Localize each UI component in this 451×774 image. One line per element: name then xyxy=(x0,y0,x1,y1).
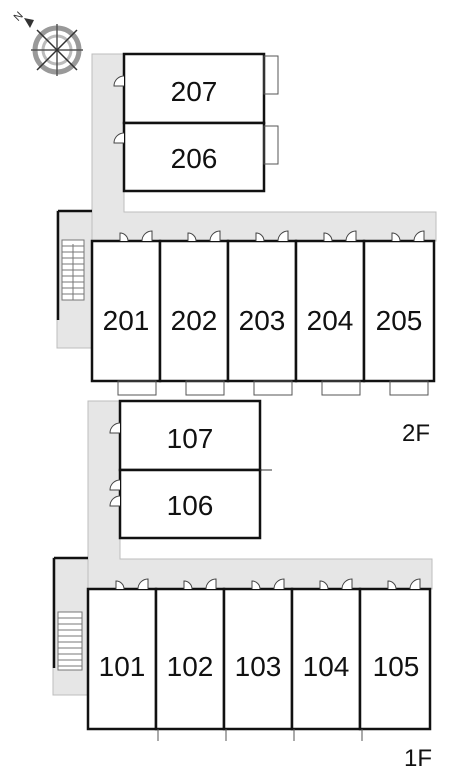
door-206-a xyxy=(113,132,125,144)
unit-label-102: 102 xyxy=(167,651,214,682)
unit-101 xyxy=(86,587,158,731)
unit-107 xyxy=(118,399,262,472)
unit-label-207: 207 xyxy=(171,76,218,107)
unit-label-103: 103 xyxy=(235,651,282,682)
unit-label-204: 204 xyxy=(307,305,354,336)
unit-202 xyxy=(158,239,230,383)
floor-2f: 207 206 201 202 203 204 205 2F xyxy=(56,52,437,447)
compass-icon: N xyxy=(12,10,83,76)
door-105 xyxy=(387,580,397,590)
door-201-b xyxy=(141,230,153,242)
door-103-b xyxy=(273,578,285,590)
door-106-a xyxy=(109,479,121,491)
door-205-b xyxy=(413,230,425,242)
unit-207 xyxy=(122,52,266,125)
door-207-a xyxy=(113,75,125,87)
balcony-203 xyxy=(253,380,293,396)
stairs-2f-icon xyxy=(56,209,92,320)
balcony-206 xyxy=(263,125,279,165)
unit-label-106: 106 xyxy=(167,490,214,521)
door-203-b xyxy=(277,230,289,242)
unit-label-203: 203 xyxy=(239,305,286,336)
unit-label-105: 105 xyxy=(373,651,420,682)
door-201 xyxy=(119,232,129,242)
door-202-b xyxy=(209,230,221,242)
compass-north-label: N xyxy=(12,10,26,24)
unit-label-202: 202 xyxy=(171,305,218,336)
door-104 xyxy=(319,580,329,590)
door-102-b xyxy=(205,578,217,590)
unit-label-107: 107 xyxy=(167,423,214,454)
door-204 xyxy=(323,232,333,242)
door-105-b xyxy=(409,578,421,590)
door-102 xyxy=(183,580,193,590)
unit-206 xyxy=(122,121,266,193)
balcony-205 xyxy=(389,380,429,396)
balcony-202 xyxy=(185,380,225,396)
stairs-1f-icon xyxy=(52,556,88,671)
door-205 xyxy=(391,232,401,242)
balcony-204 xyxy=(321,380,361,396)
floor-label-2f: 2F xyxy=(402,420,430,447)
door-106-b xyxy=(109,495,121,507)
door-101-b xyxy=(137,578,149,590)
unit-label-101: 101 xyxy=(99,651,146,682)
door-103 xyxy=(251,580,261,590)
balcony-207 xyxy=(263,55,279,95)
floor-1f: 107 106 101 102 103 104 105 1F xyxy=(52,399,433,772)
unit-102 xyxy=(154,587,226,731)
floor-label-1f: 1F xyxy=(404,745,432,772)
door-107-a xyxy=(109,422,121,434)
door-203 xyxy=(255,232,265,242)
unit-label-104: 104 xyxy=(303,651,350,682)
unit-label-201: 201 xyxy=(103,305,150,336)
door-101 xyxy=(115,580,125,590)
unit-103 xyxy=(222,587,294,731)
door-104-b xyxy=(341,578,353,590)
unit-106 xyxy=(118,468,262,540)
door-204-b xyxy=(345,230,357,242)
unit-label-206: 206 xyxy=(171,143,218,174)
unit-205 xyxy=(362,239,436,383)
door-202 xyxy=(187,232,197,242)
balcony-201 xyxy=(117,380,157,396)
unit-label-205: 205 xyxy=(376,305,423,336)
